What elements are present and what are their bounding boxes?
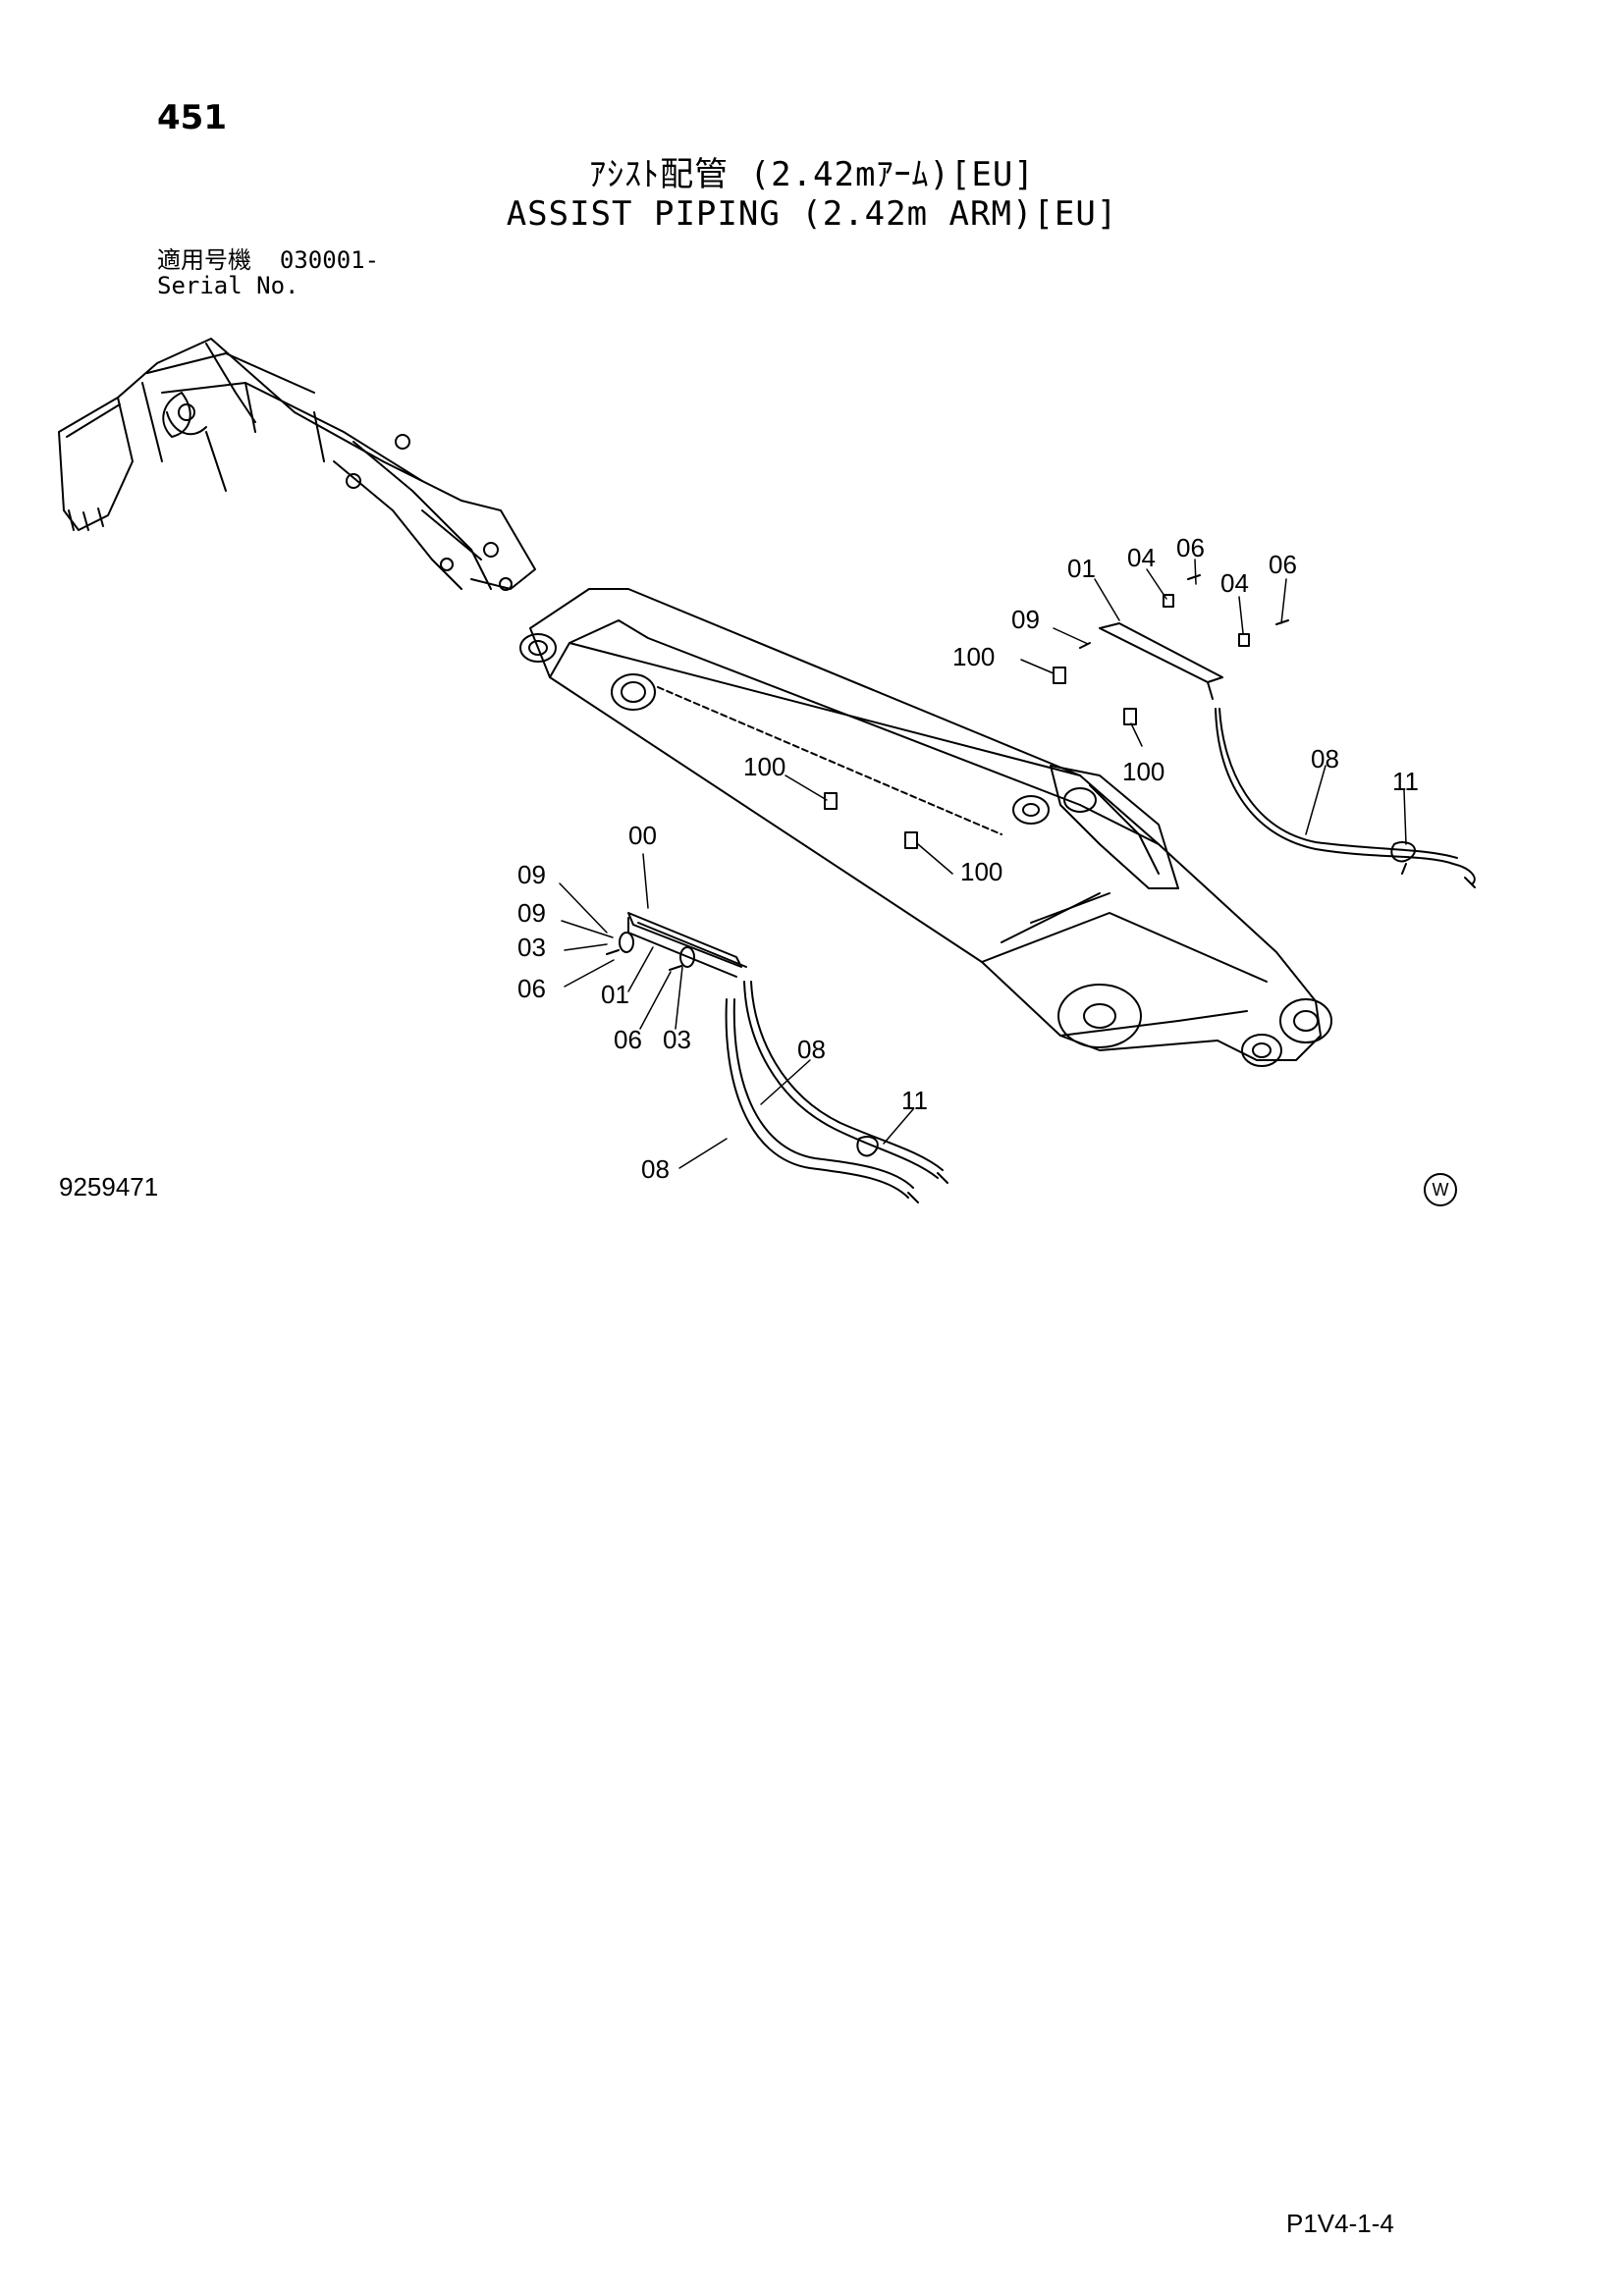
callout-11-b: 11 xyxy=(901,1086,928,1115)
title-english: ASSIST PIPING (2.42m ARM)[EU] xyxy=(506,194,1118,234)
lower-pipe-assembly xyxy=(606,792,948,1203)
excavator-overview-illustration xyxy=(58,338,536,591)
callout-08-a: 08 xyxy=(1311,744,1339,774)
callout-06-a: 06 xyxy=(1176,533,1205,562)
callout-01-a: 01 xyxy=(1067,554,1096,583)
callout-08-b: 08 xyxy=(797,1035,826,1064)
serial-block: 適用号機 030001- Serial No. xyxy=(157,247,379,298)
callout-06-c: 06 xyxy=(517,974,546,1003)
leader-lines xyxy=(559,559,1407,1169)
callout-08-c: 08 xyxy=(641,1154,670,1184)
callout-00: 00 xyxy=(628,821,657,850)
callout-09-b: 09 xyxy=(517,860,546,889)
callout-03-a: 03 xyxy=(517,933,546,962)
callout-04-a: 04 xyxy=(1127,543,1156,572)
callout-09-c: 09 xyxy=(517,898,546,928)
serial-label-en: Serial No. xyxy=(157,272,299,299)
callout-03-b: 03 xyxy=(663,1025,691,1054)
callout-01-b: 01 xyxy=(601,980,629,1009)
callout-100-b: 100 xyxy=(1122,757,1164,786)
document-number: 9259471 xyxy=(59,1172,159,1201)
serial-label-jp: 適用号機 xyxy=(157,246,251,274)
callout-100-a: 100 xyxy=(952,642,995,671)
callout-06-b: 06 xyxy=(1269,550,1297,579)
callout-100-d: 100 xyxy=(960,857,1002,886)
page-number: 451 xyxy=(157,98,227,137)
upper-pipe-assembly xyxy=(1053,574,1476,888)
arm-illustration xyxy=(519,588,1332,1067)
callout-04-b: 04 xyxy=(1220,568,1249,598)
callout-11-a: 11 xyxy=(1392,767,1419,796)
callout-09-a: 09 xyxy=(1011,605,1040,634)
callout-labels: 06 04 01 06 04 09 100 100 08 11 100 00 1… xyxy=(517,533,1419,1184)
callout-100-c: 100 xyxy=(743,752,785,781)
title-japanese: ｱｼｽﾄ配管 (2.42mｱｰﾑ)[EU] xyxy=(589,155,1035,194)
callout-06-d: 06 xyxy=(614,1025,642,1054)
parts-diagram: 06 04 01 06 04 09 100 100 08 11 100 00 1… xyxy=(58,338,1476,1203)
footer-code: P1V4-1-4 xyxy=(1286,2209,1394,2238)
w-circle-mark: W xyxy=(1424,1173,1457,1206)
serial-value: 030001- xyxy=(279,246,380,274)
